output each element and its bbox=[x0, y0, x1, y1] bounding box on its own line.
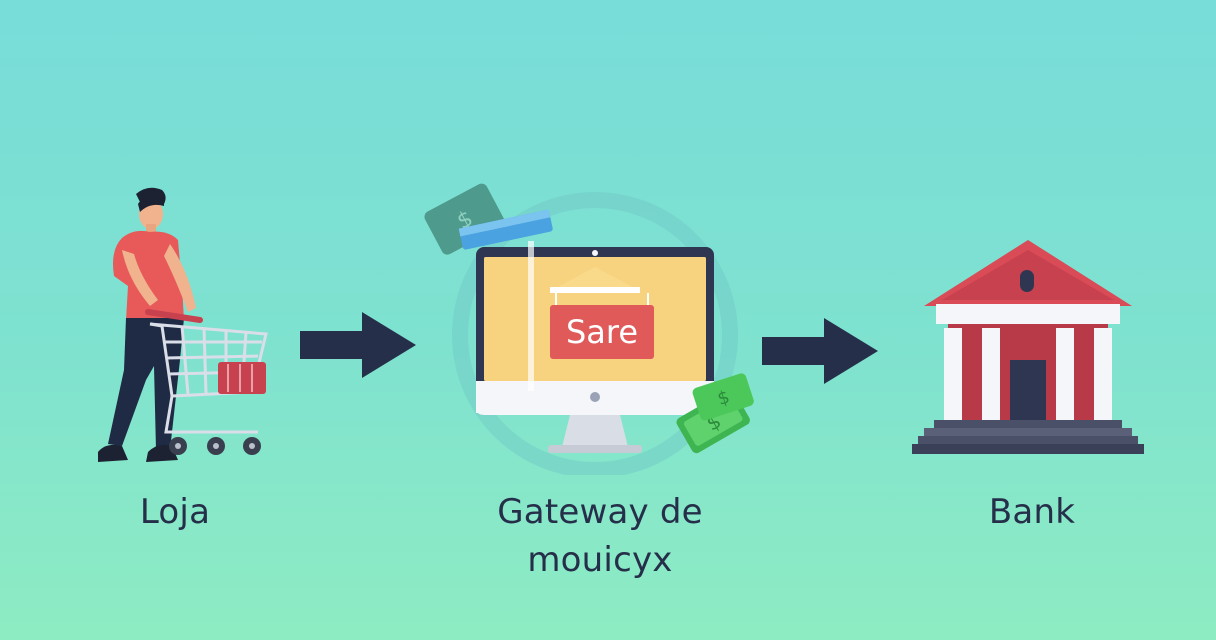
gateway-label-line-1: Gateway de bbox=[497, 492, 703, 532]
edge-gateway-to-bank bbox=[762, 318, 878, 384]
edge-store-to-gateway bbox=[300, 312, 416, 378]
computer-monitor-store-icon: $ bbox=[424, 183, 754, 475]
gateway-label-line-2: mouicyx bbox=[527, 540, 673, 580]
bank-building-icon bbox=[912, 240, 1144, 454]
right-arrow-icon bbox=[300, 312, 416, 378]
shopper-with-cart-icon bbox=[98, 187, 268, 462]
right-arrow-icon bbox=[762, 318, 878, 384]
bank-node bbox=[910, 236, 1146, 462]
gateway-node: $ bbox=[420, 175, 770, 475]
store-sign-text: Sare bbox=[566, 313, 638, 351]
store-label: Loja bbox=[139, 492, 211, 532]
bank-label: Bank bbox=[988, 492, 1076, 532]
store-node bbox=[88, 180, 288, 470]
